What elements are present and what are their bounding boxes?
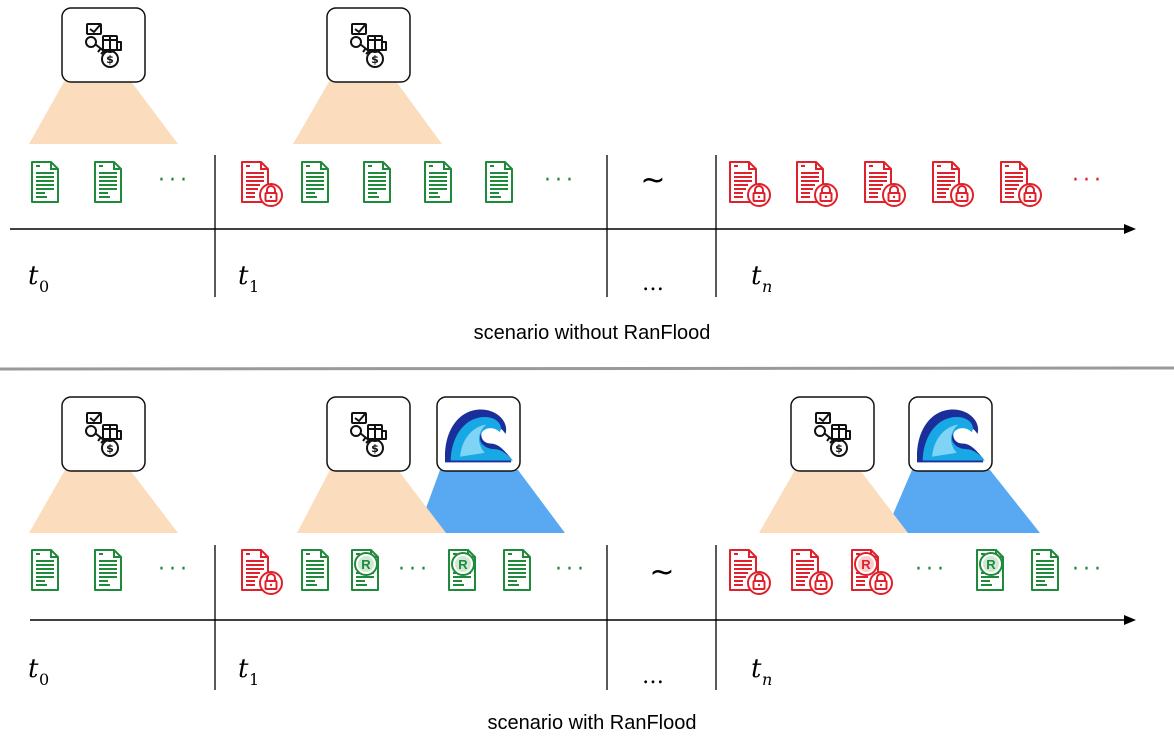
more-files-dots: ···	[158, 557, 191, 582]
encrypted-file-lock-icon	[932, 161, 974, 207]
svg-text:t: t	[751, 261, 762, 291]
encrypted-file-lock-icon	[1000, 161, 1042, 207]
timeline-arrowhead	[1124, 615, 1136, 625]
ransomware-icon	[326, 396, 411, 472]
svg-text:R: R	[458, 557, 468, 572]
flood-shade-tn	[885, 470, 1040, 533]
timeline-arrowhead	[1124, 224, 1136, 234]
time-gap-tilde: ~	[640, 163, 665, 198]
more-files-dots: ···	[1072, 557, 1105, 582]
svg-text:R: R	[861, 557, 871, 572]
caption-without-ranflood: scenario without RanFlood	[474, 322, 711, 344]
clean-file-icon	[301, 161, 329, 203]
encrypted-file-lock-icon	[241, 549, 283, 595]
clean-file-icon	[503, 549, 531, 591]
ransomware-icon	[790, 396, 875, 472]
encrypted-file-lock-icon	[729, 161, 771, 207]
encrypted-file-lock-icon	[241, 161, 283, 207]
flood-shade-t1	[417, 470, 565, 533]
encrypted-file-lock-icon	[864, 161, 906, 207]
svg-text:n: n	[762, 277, 772, 296]
ransom-shade-t0	[29, 470, 178, 533]
svg-text:R: R	[986, 557, 996, 572]
svg-text:0: 0	[39, 670, 49, 689]
clean-file-icon	[363, 161, 391, 203]
svg-text:0: 0	[39, 277, 49, 296]
panel-without-ranflood: ··· ··· ~ ··· t 0 t 1 … t n scenario wit…	[10, 7, 1136, 344]
ranflood-decoy-file-icon: R	[351, 549, 379, 591]
clean-file-icon	[31, 161, 59, 203]
more-files-dots: ···	[1072, 168, 1105, 193]
clean-file-icon	[424, 161, 452, 203]
time-ellipsis: …	[642, 271, 669, 296]
time-gap-tilde: ~	[649, 555, 674, 590]
time-label-tn: t n	[751, 654, 772, 689]
ransom-shade-t1	[293, 80, 442, 144]
ransomware-icon	[61, 7, 146, 83]
clean-file-icon	[94, 549, 122, 591]
clean-file-icon	[1031, 549, 1059, 591]
time-label-t0: t 0	[28, 654, 49, 689]
ranflood-decoy-file-icon: R	[976, 549, 1004, 591]
more-files-dots: ···	[158, 168, 191, 193]
ranflood-decoy-file-icon: R	[448, 549, 476, 591]
encrypted-file-lock-icon	[791, 549, 833, 595]
time-ellipsis: …	[642, 664, 669, 689]
ransomware-icon	[61, 396, 146, 472]
panel-separator	[0, 366, 1174, 371]
more-files-dots: ···	[398, 557, 431, 582]
clean-file-icon	[301, 549, 329, 591]
clean-file-icon	[94, 161, 122, 203]
svg-text:1: 1	[249, 277, 259, 296]
clean-file-icon	[485, 161, 513, 203]
svg-text:R: R	[361, 557, 371, 572]
svg-text:n: n	[762, 670, 772, 689]
svg-text:t: t	[238, 261, 249, 291]
time-label-t1: t 1	[238, 654, 259, 689]
svg-text:t: t	[28, 261, 39, 291]
panel-with-ranflood: ··· R ··· R ··· ~ R ···	[28, 396, 1136, 734]
more-files-dots: ···	[915, 557, 948, 582]
ranflood-wave-icon	[436, 396, 521, 472]
clean-file-icon	[31, 549, 59, 591]
svg-text:t: t	[751, 654, 762, 684]
more-files-dots: ···	[544, 168, 577, 193]
svg-text:1: 1	[249, 670, 259, 689]
time-label-t0: t 0	[28, 261, 49, 296]
time-label-t1: t 1	[238, 261, 259, 296]
ranflood-wave-icon	[908, 396, 993, 472]
time-label-tn: t n	[751, 261, 772, 296]
svg-text:t: t	[238, 654, 249, 684]
ransomware-icon	[326, 7, 411, 83]
svg-text:t: t	[28, 654, 39, 684]
ransom-shade-t1	[297, 470, 446, 533]
ransom-shade-tn	[759, 470, 908, 533]
encrypted-file-lock-icon	[729, 549, 771, 595]
ransom-shade-t0	[29, 80, 178, 144]
more-files-dots: ···	[555, 557, 588, 582]
caption-with-ranflood: scenario with RanFlood	[488, 712, 697, 734]
encrypted-file-lock-icon	[796, 161, 838, 207]
encrypted-decoy-file-icon: R	[851, 549, 893, 595]
